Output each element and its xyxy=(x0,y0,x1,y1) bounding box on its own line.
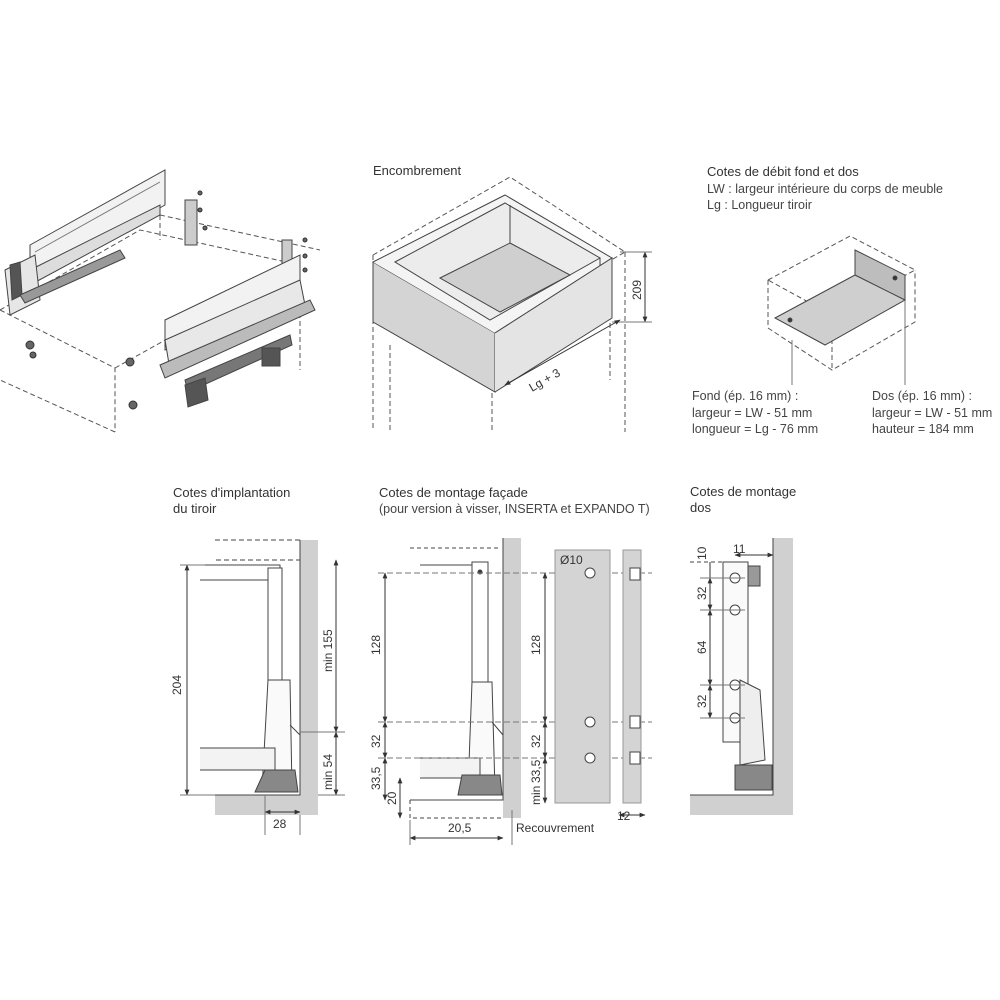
dim-bottom-20-5: 20,5 xyxy=(448,821,472,835)
dos-largeur: largeur = LW - 51 mm xyxy=(872,406,993,420)
cotes-debit-drawing xyxy=(766,235,917,385)
facade-drawing xyxy=(378,538,652,845)
dos-montage-title-1: Cotes de montage xyxy=(690,484,797,499)
dos-hauteur: hauteur = 184 mm xyxy=(872,422,974,436)
facade-title: Cotes de montage façade xyxy=(379,485,528,500)
fond-longueur: longueur = Lg - 76 mm xyxy=(692,422,819,436)
dim-min: min xyxy=(529,786,543,805)
implantation-drawing xyxy=(180,539,345,835)
dim-left-20: 20 xyxy=(385,791,399,805)
dim-left-128: 128 xyxy=(369,635,383,655)
dim-thickness-12: 12 xyxy=(617,809,631,823)
dim-hole-10: Ø10 xyxy=(560,553,583,567)
dim-28: 28 xyxy=(273,817,287,831)
dos-montage-title-2: dos xyxy=(690,500,711,515)
exploded-assembly-drawing xyxy=(0,169,321,433)
dim-min-54: min 54 xyxy=(321,754,335,790)
cotes-debit-line-lg: Lg : Longueur tiroir xyxy=(707,198,812,212)
cotes-debit-title: Cotes de débit fond et dos xyxy=(707,164,859,179)
implantation-title-1: Cotes d'implantation xyxy=(173,485,291,500)
dim-right-128: 128 xyxy=(529,635,543,655)
dim-204: 204 xyxy=(170,675,184,695)
dim-dos-32b: 32 xyxy=(695,694,709,708)
dim-min-155: min 155 xyxy=(321,629,335,672)
implantation-title-2: du tiroir xyxy=(173,501,217,516)
dim-right-32: 32 xyxy=(529,734,543,748)
dim-recouvrement: Recouvrement xyxy=(516,821,595,835)
dim-dos-64: 64 xyxy=(695,640,709,654)
encombrement-title: Encombrement xyxy=(373,163,462,178)
dim-left-33-5: 33,5 xyxy=(369,766,383,790)
cotes-debit-line-lw: LW : largeur intérieure du corps de meub… xyxy=(707,182,943,196)
dim-209: 209 xyxy=(630,280,644,300)
dim-dos-10: 10 xyxy=(695,546,709,560)
dim-dos-11: 11 xyxy=(733,542,746,556)
encombrement-drawing xyxy=(372,176,652,432)
dos-label: Dos (ép. 16 mm) : xyxy=(872,389,973,403)
facade-subtitle: (pour version à visser, INSERTA et EXPAN… xyxy=(379,502,650,516)
dim-right-33-5: 33,5 xyxy=(529,759,543,783)
fond-label: Fond (ép. 16 mm) : xyxy=(692,389,799,403)
fond-largeur: largeur = LW - 51 mm xyxy=(692,406,813,420)
dim-left-32: 32 xyxy=(369,734,383,748)
dos-montage-drawing xyxy=(690,538,793,815)
dim-dos-32a: 32 xyxy=(695,586,709,600)
